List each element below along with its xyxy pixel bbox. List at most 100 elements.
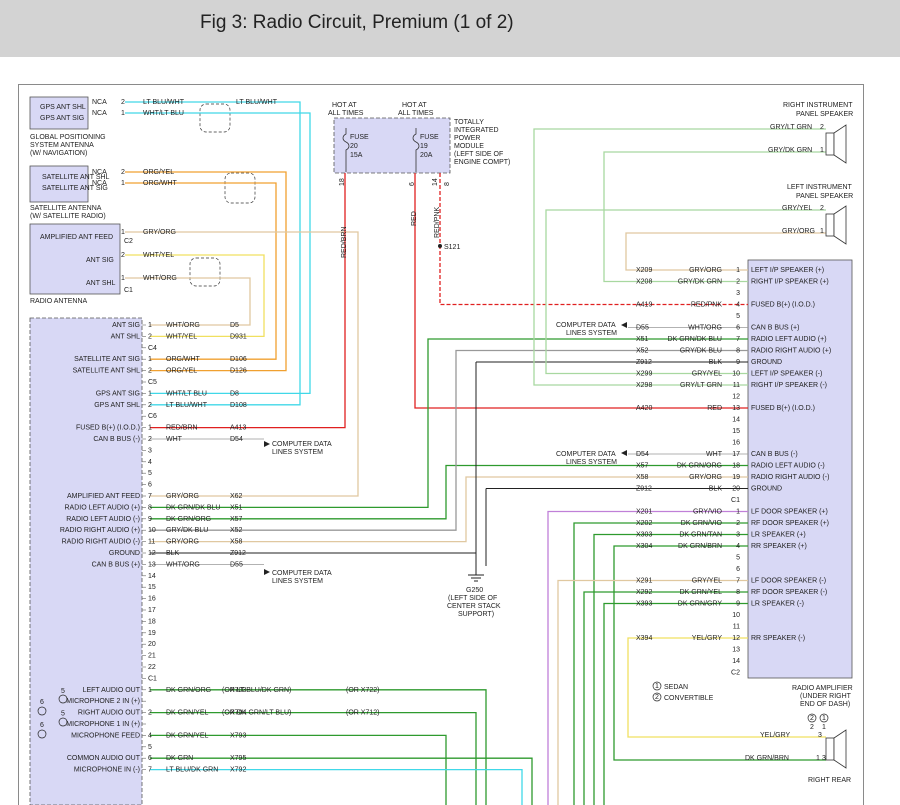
radio-wire-color: WHT/YEL [166, 333, 197, 340]
rip-wire-1-color: GRY/LT GRN [770, 124, 812, 131]
amp-pin-name: CAN B BUS (+) [751, 325, 799, 332]
radio-pin-number: 17 [148, 607, 156, 614]
radio-wire-alt-circuit: (OR X722) [346, 687, 379, 694]
radio-wire-color: DK GRN/YEL [166, 710, 209, 717]
radio-wire-color: GRY/ORG [166, 539, 199, 546]
wire-color-label: WHT/ORG [143, 275, 177, 282]
radio-wire-circuit: X793 [230, 732, 246, 739]
radio-pin-name: GPS ANT SHL [94, 402, 140, 409]
wire-red [414, 173, 748, 409]
gps-pin-shl: GPS ANT SHL [40, 104, 86, 111]
rr-note-2-marker [807, 713, 817, 723]
radio-pin-number: 8 [148, 504, 152, 511]
wire-rip-plus [603, 151, 826, 283]
rip-wire-2-pin: 1 [820, 147, 824, 154]
amp-pin-name: RADIO LEFT AUDIO (-) [751, 463, 825, 470]
tipm-label-6: ENGINE COMPT) [454, 159, 510, 166]
amp-pin-name: RF DOOR SPEAKER (-) [751, 589, 827, 596]
rr-note-1-marker [819, 713, 829, 723]
cds-radio-1b: LINES SYSTEM [272, 449, 323, 456]
amp-wire-circuit: X51 [636, 336, 649, 343]
radio-wire-circuit: D108 [230, 402, 247, 409]
amp-wire-color: BLK [709, 486, 723, 493]
amp-pin-name: RADIO RIGHT AUDIO (+) [751, 348, 831, 355]
fuse20-c: 15A [350, 152, 363, 159]
radio-pin-number: 6 [148, 755, 152, 762]
wire-color-label: WHT/YEL [143, 252, 174, 259]
radio-pin-number: 5 [148, 470, 152, 477]
radio-pin-number: 1 [148, 687, 152, 694]
amp-wire-circuit: X291 [636, 578, 652, 585]
tipm-hot1-a: HOT AT [332, 102, 357, 109]
lip-label-1: LEFT INSTRUMENT [787, 184, 853, 191]
radio-wire-alt-color: (OR DK GRN/LT BLU) [222, 710, 291, 717]
amp-pin-name: LR SPEAKER (-) [751, 601, 804, 608]
amp-pin-number: 12 [732, 394, 740, 401]
amp-pin-number: 14 [732, 417, 740, 424]
wire-pin-number: 2 [121, 169, 125, 176]
amp-pin-number: 6 [736, 325, 740, 332]
radio-wire-circuit: X57 [230, 516, 243, 523]
wire-pin-number: 1 [121, 229, 125, 236]
wire-color-label: ORG/YEL [143, 169, 174, 176]
lip-wire-2-color: GRY/ORG [782, 228, 815, 235]
amp-wire-color: WHT/ORG [688, 325, 722, 332]
amp-wire-circuit: X298 [636, 382, 652, 389]
amp-wire-circuit: X394 [636, 635, 652, 642]
radio-wire-color: DK GRN/YEL [166, 732, 209, 739]
amp-wire-color: RED [707, 405, 722, 412]
radio-pin-name: SATELLITE ANT SIG [74, 356, 140, 363]
fuse-pin-14: 14 [432, 178, 439, 186]
label-layer: GPS ANT SHL GPS ANT SIG GLOBAL POSITIONI… [30, 99, 853, 784]
tipm-label-4: MODULE [454, 143, 484, 150]
amp-pin-number: 5 [736, 555, 740, 562]
wire-color-label: LT BLU/WHT [143, 99, 185, 106]
radio-pin-name: RADIO LEFT AUDIO (-) [66, 516, 140, 523]
lip-wire-2-pin: 1 [820, 228, 824, 235]
radio-antenna-box [29, 223, 121, 295]
amp-pin-number: 1 [736, 267, 740, 274]
wire-tag-nca: NCA [92, 110, 107, 117]
radio-wire-circuit: D931 [230, 333, 247, 340]
amp-wire-color: DK GRN/DK BLU [668, 336, 722, 343]
wire-red-label: RED [411, 211, 418, 226]
amp-pin-number: 19 [732, 474, 740, 481]
radio-pin-name: ANT SHL [111, 333, 141, 340]
cds-arrow-d54-amp [621, 450, 627, 456]
note-2-text: CONVERTIBLE [664, 695, 714, 702]
radio-wire-color: DK GRN/ORG [166, 516, 211, 523]
amp-wire-color: GRY/DK BLU [680, 348, 722, 355]
fuse-pin-8: 8 [444, 182, 451, 186]
sat-pin-sig: SATELLITE ANT SIG [42, 185, 108, 192]
amp-wire-circuit: X393 [636, 601, 652, 608]
amp-pin-name: RR SPEAKER (-) [751, 635, 805, 642]
amp-pin-number: 4 [736, 543, 740, 550]
radio-wire-alt-color: (OR LT BLU/DK GRN) [222, 687, 291, 694]
amp-wire-circuit: X57 [636, 463, 649, 470]
radio-pin-number: 14 [148, 573, 156, 580]
amp-pin-number: 3 [736, 532, 740, 539]
radio-wire-color: ORG/WHT [166, 356, 201, 363]
amp-wire-color: WHT [706, 451, 723, 458]
lip-wire-1-color: GRY/YEL [782, 205, 812, 212]
diagram-frame [18, 84, 864, 805]
cds-amp-1a: COMPUTER DATA [556, 322, 616, 329]
amp-pin-number: 10 [732, 371, 740, 378]
amp-pin-number: C1 [731, 497, 740, 504]
wire-red-brn [150, 173, 346, 429]
cds-radio-2b: LINES SYSTEM [272, 578, 323, 585]
fuse-20 [342, 128, 350, 172]
wire-layer [125, 101, 826, 805]
radio-wire-color: WHT [166, 436, 183, 443]
radio-wire-color: GRY/ORG [166, 493, 199, 500]
wire-tag-nca: NCA [92, 99, 107, 106]
wire-left-audio-plus [150, 338, 748, 509]
amp-wire-color: GRY/ORG [689, 474, 722, 481]
right-rear-speaker-icon [825, 729, 847, 769]
note-1-text: SEDAN [664, 684, 688, 691]
amp-pin-number: 5 [736, 313, 740, 320]
fuse-19 [412, 128, 420, 172]
